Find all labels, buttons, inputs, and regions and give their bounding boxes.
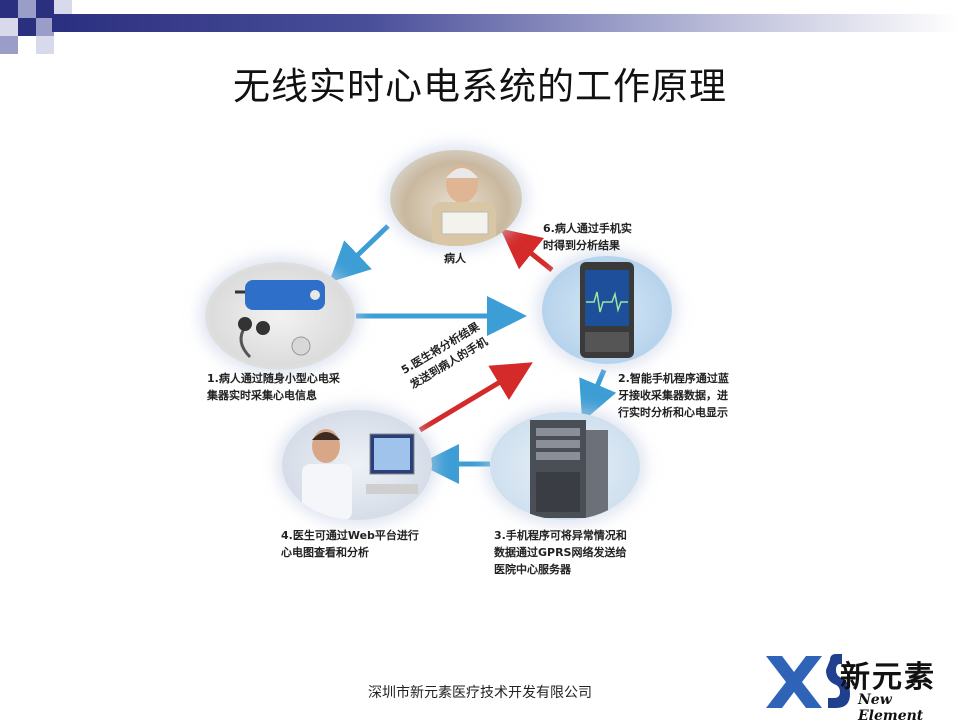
server-tower-icon xyxy=(530,420,608,518)
logo-english-name: New Element xyxy=(858,692,924,724)
arrow-patient-to-device xyxy=(329,224,390,283)
step-caption-3: 3.手机程序可将异常情况和 数据通过GPRS网络发送给 医院中心服务器 xyxy=(494,529,627,576)
company-footer: 深圳市新元素医疗技术开发有限公司 xyxy=(368,685,592,701)
title-bar-rule xyxy=(52,14,960,32)
ecg-collector-icon xyxy=(235,280,325,359)
step-caption-2: 2.智能手机程序通过蓝 牙接收采集器数据，进 行实时分析和心电显示 xyxy=(618,372,729,419)
step-caption-6: 6.病人通过手机实 时得到分析结果 xyxy=(543,222,632,252)
device-node xyxy=(205,262,355,370)
doctor-node xyxy=(282,410,432,520)
server-node xyxy=(490,412,640,520)
doctor-workstation-icon xyxy=(302,429,418,520)
arrow-doctor-to-phone xyxy=(418,362,533,433)
patient-node xyxy=(390,150,522,246)
step-caption-4: 4.医生可通过Web平台进行 心电图查看和分析 xyxy=(281,529,419,559)
phone-node xyxy=(542,256,672,364)
logo-chinese-name: 新元素 xyxy=(840,660,936,695)
patient-label: 病人 xyxy=(444,252,466,265)
smartphone-icon xyxy=(580,262,634,358)
patient-reading-icon xyxy=(432,165,496,246)
slide-title: 无线实时心电系统的工作原理 xyxy=(233,65,727,108)
arrow-phone-to-server xyxy=(579,369,617,422)
arrow-phone-to-patient xyxy=(500,228,554,272)
step-caption-1: 1.病人通过随身小型心电采 集器实时采集心电信息 xyxy=(207,372,340,402)
company-logo xyxy=(766,654,850,708)
